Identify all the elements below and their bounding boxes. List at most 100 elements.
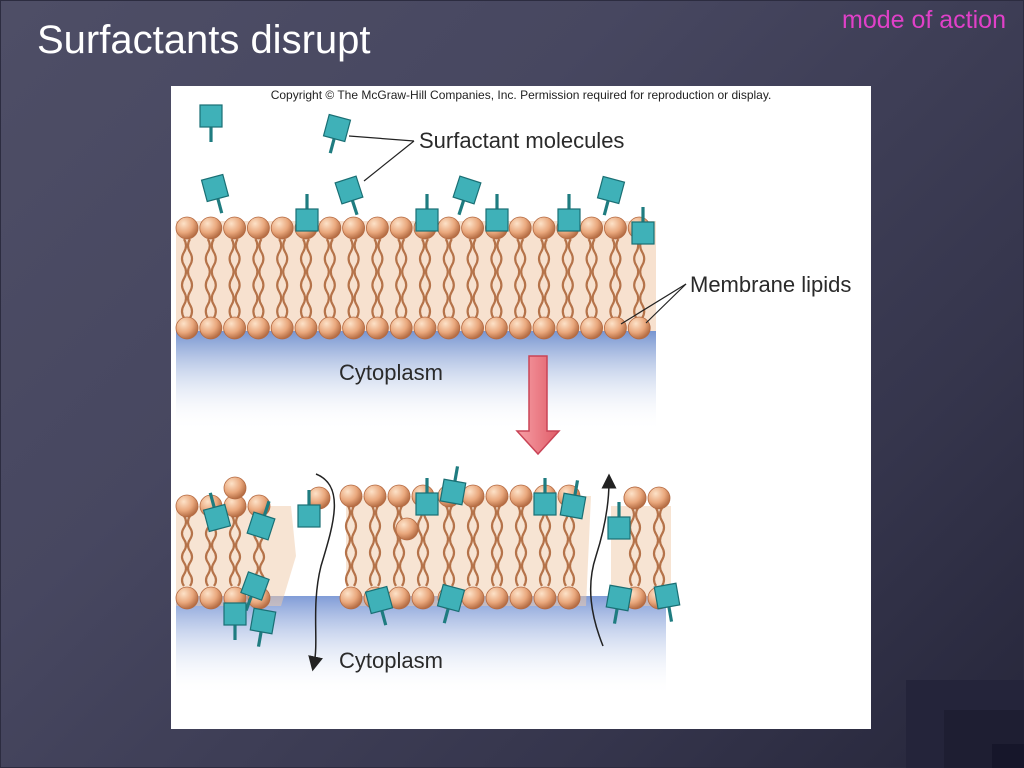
- surfactant-head: [596, 175, 626, 205]
- lipid-head: [342, 216, 366, 240]
- pointer-line: [348, 135, 415, 142]
- surfactant-head: [334, 175, 364, 205]
- lipid-tail: [374, 505, 382, 587]
- lipid-tail: [305, 238, 313, 319]
- slide-title: Surfactants disrupt: [37, 18, 371, 62]
- lipid-head: [223, 216, 246, 240]
- surfactant-molecule: [246, 500, 276, 541]
- lipid-tail: [562, 505, 570, 587]
- lipid-tail: [658, 507, 666, 587]
- lipid-head: [294, 316, 318, 340]
- lipid-tail: [418, 238, 426, 319]
- surfactant-molecule: [249, 607, 277, 647]
- lipid-tail: [329, 238, 336, 319]
- lipid-tail: [234, 238, 241, 319]
- pointer-line: [645, 283, 687, 324]
- lipid-tail: [652, 507, 660, 587]
- lipid-head: [623, 486, 647, 510]
- lipid-head: [389, 216, 413, 240]
- lipid-tail: [490, 238, 497, 319]
- surfactant-label: Surfactant molecules: [419, 128, 625, 153]
- lipid-head: [199, 316, 223, 340]
- surfactant-head: [199, 104, 223, 128]
- membrane-diagram: [175, 104, 687, 696]
- surfactant-molecule: [439, 466, 467, 506]
- lipid-tail: [538, 505, 546, 587]
- lipid-tail: [368, 505, 376, 587]
- lipid-tail: [496, 238, 503, 319]
- lipid-head: [508, 216, 532, 240]
- surfactant-molecule: [223, 602, 247, 640]
- lipid-head: [365, 316, 389, 340]
- lipid-tail: [392, 505, 400, 587]
- lipid-tail: [180, 515, 188, 587]
- lipid-tail: [442, 505, 450, 587]
- surfactant-head: [452, 175, 482, 205]
- membrane-figure: Copyright © The McGraw-Hill Companies, I…: [171, 86, 871, 729]
- lipid-tail: [609, 238, 616, 319]
- surfactant-head: [653, 582, 681, 610]
- lipid-head: [342, 316, 366, 340]
- surfactant-molecule: [596, 175, 626, 216]
- surfactant-molecule: [415, 194, 439, 232]
- lipid-head: [603, 316, 627, 340]
- lipid-head: [557, 586, 581, 610]
- surfactant-head: [415, 208, 439, 232]
- lipid-head: [461, 216, 485, 240]
- lipid-tail: [591, 238, 598, 319]
- lipid-tail: [377, 238, 384, 319]
- lipid-tail: [543, 238, 551, 319]
- lipid-tail: [568, 505, 576, 587]
- surfactant-molecule: [605, 584, 633, 624]
- surfactant-molecule: [295, 194, 319, 232]
- surfactant-head: [485, 208, 509, 232]
- lipid-head: [532, 316, 556, 340]
- slide-subtitle: mode of action: [842, 6, 1006, 34]
- lipid-tail: [347, 238, 354, 319]
- lipid-tail: [448, 238, 455, 319]
- surfactant-head: [559, 492, 587, 520]
- surfactant-head: [557, 208, 581, 232]
- lipid-tail: [466, 238, 473, 319]
- lipid-tail: [561, 238, 568, 319]
- surfactant-head: [249, 607, 277, 635]
- lipid-tails: [180, 505, 666, 587]
- lipid-tail: [282, 238, 289, 319]
- lipid-tail: [448, 505, 456, 587]
- leak-arrow-icon: [308, 473, 336, 672]
- lipid-tail: [490, 505, 498, 587]
- lipid-tail: [323, 238, 330, 319]
- lipid-tail: [514, 505, 522, 587]
- lipid-head: [413, 316, 437, 340]
- lipid-head: [580, 316, 604, 340]
- surfactant-head: [240, 571, 270, 601]
- lipid-head: [223, 316, 246, 340]
- lipid-tail: [514, 238, 521, 319]
- lipid-head: [627, 316, 651, 340]
- lipid-head: [485, 586, 509, 610]
- lipid-head: [411, 586, 435, 610]
- lipid-head: [533, 586, 557, 610]
- lipid-tail: [210, 238, 217, 319]
- surfactant-molecule: [297, 490, 321, 528]
- lipid-head: [175, 316, 199, 340]
- cytoplasm-label-top: Cytoplasm: [339, 360, 443, 385]
- lipid-tail: [472, 505, 480, 587]
- surfactant-molecule: [334, 175, 364, 216]
- lipid-tail: [186, 238, 194, 319]
- lipid-tail: [628, 507, 636, 587]
- surfactant-molecule: [436, 583, 466, 624]
- cytoplasm-region: [176, 331, 656, 431]
- lipid-tail: [634, 507, 642, 587]
- surfactant-head: [364, 585, 394, 615]
- lipid-tail: [276, 238, 283, 319]
- surfactant-head: [436, 583, 466, 613]
- lipid-tail: [633, 238, 640, 319]
- lipid-tail: [639, 238, 646, 319]
- lipid-tail: [228, 515, 236, 587]
- copyright-notice: Copyright © The McGraw-Hill Companies, I…: [270, 88, 772, 102]
- surfactant-head: [200, 173, 230, 203]
- surfactant-head: [295, 208, 319, 232]
- lipid-head: [270, 216, 294, 240]
- lipid-tail: [228, 238, 235, 319]
